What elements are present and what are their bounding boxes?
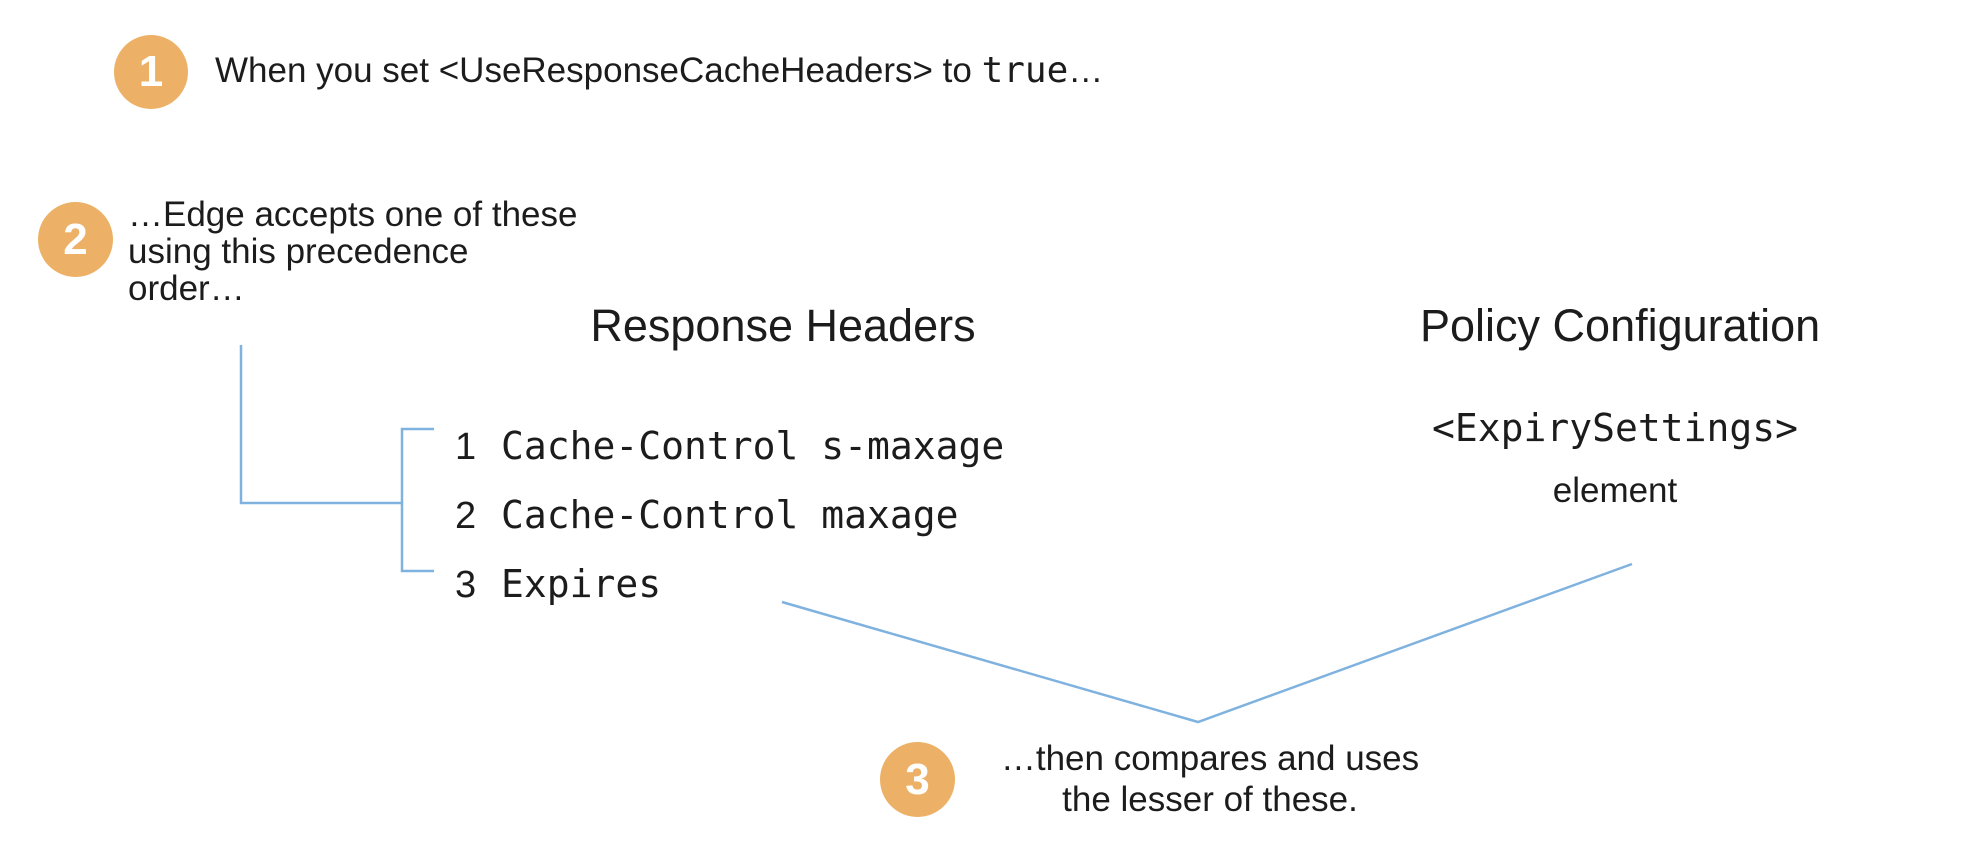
- response-header-item: 1 Cache-Control s-maxage: [455, 424, 1004, 469]
- step-2-line-2: using this precedence: [128, 232, 469, 272]
- step-1-badge: 1: [114, 35, 188, 109]
- response-header-name: Expires: [501, 562, 662, 606]
- step-2-number: 2: [63, 214, 88, 264]
- policy-configuration-title: Policy Configuration: [1420, 300, 1821, 351]
- expiry-settings-code: <ExpirySettings>: [1431, 406, 1799, 450]
- response-headers-title: Response Headers: [590, 300, 976, 351]
- step-3-caption: …then compares and uses the lesser of th…: [960, 738, 1460, 821]
- step-3-badge: 3: [880, 742, 955, 817]
- step-1-code-true: true: [981, 50, 1069, 91]
- step-1-caption: When you set <UseResponseCacheHeaders> t…: [215, 50, 1104, 91]
- step-3-line-1: …then compares and uses: [1000, 739, 1420, 778]
- step-1-number: 1: [138, 47, 164, 96]
- step-2-badge: 2: [38, 202, 113, 277]
- response-header-item: 2 Cache-Control maxage: [455, 493, 1004, 538]
- response-header-item: 3 Expires: [455, 562, 1004, 607]
- response-header-name: Cache-Control maxage: [501, 493, 959, 537]
- step-2-line-3: order…: [128, 269, 245, 309]
- step-2-line-1: …Edge accepts one of these: [128, 195, 578, 234]
- step-1-text-prefix: When you set <UseResponseCacheHeaders> t…: [215, 51, 982, 90]
- response-header-rank: 2: [455, 495, 477, 537]
- step-2-caption: …Edge accepts one of these using this pr…: [128, 196, 577, 307]
- response-header-name: Cache-Control s-maxage: [501, 424, 1005, 468]
- step-3-line-2: the lesser of these.: [1062, 780, 1358, 820]
- precedence-bracket: [400, 427, 434, 573]
- response-header-rank: 1: [455, 426, 477, 468]
- response-header-rank: 3: [455, 564, 477, 606]
- policy-configuration-block: <ExpirySettings> element: [1390, 406, 1840, 509]
- step-3-number: 3: [905, 754, 930, 804]
- step2-elbow-connector: [239, 345, 401, 505]
- step-1-text-suffix: …: [1068, 51, 1104, 90]
- response-headers-list: 1 Cache-Control s-maxage 2 Cache-Control…: [455, 424, 1004, 607]
- expiry-settings-label: element: [1552, 471, 1678, 510]
